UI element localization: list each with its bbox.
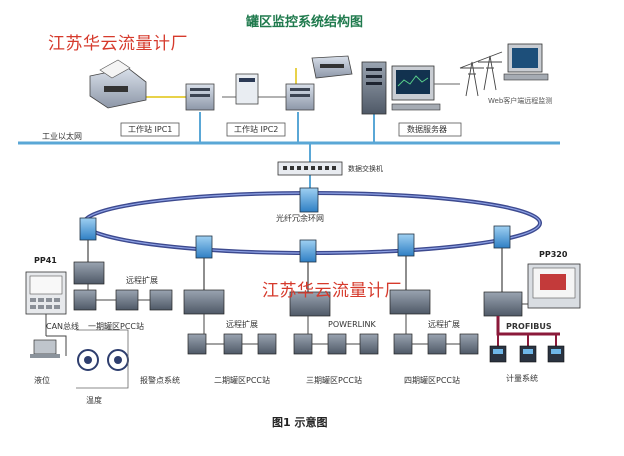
ring-switch-top-icon	[299, 187, 319, 213]
laptop-icon	[30, 339, 60, 358]
ring-switch-1-icon	[79, 217, 97, 241]
pp41-panel-icon	[25, 271, 67, 315]
web-client-label: Web客户端远程监测	[488, 97, 553, 105]
server-icon	[361, 61, 387, 115]
workstation2-label: 工作站 IPC2	[234, 125, 279, 134]
ring-label: 光纤冗余环网	[276, 214, 324, 223]
printer2-icon	[311, 55, 353, 79]
ring-switch-5-icon	[493, 225, 511, 249]
ipc1-icon	[185, 83, 215, 111]
data-server-label: 数据服务器	[407, 125, 447, 134]
remote-ext-right-label: 远程扩展	[428, 320, 460, 329]
printer-icon	[89, 59, 147, 109]
transmission-tower-icon	[459, 51, 503, 97]
area4-plc-label: 四期罐区PCC站	[404, 376, 460, 385]
can-bus-label: CAN总线	[46, 322, 80, 331]
pp320-panel-icon	[527, 263, 581, 309]
web-client-icon	[503, 43, 549, 81]
ipc2-icon	[285, 83, 315, 111]
meter-system-label: 计量系统	[506, 374, 538, 383]
area1-plc-label: 一期罐区PCC站	[88, 322, 144, 331]
ring-switch-3-icon	[299, 239, 317, 263]
sensor1-label: 液位	[34, 376, 50, 385]
plc-area3	[289, 291, 379, 355]
alarm-label: 报警点系统	[140, 376, 180, 385]
watermark-top: 江苏华云流量计厂	[48, 34, 188, 54]
switch-label: 数据交换机	[348, 165, 383, 173]
remote-ext-mid-label: 远程扩展	[226, 320, 258, 329]
ring-switch-2-icon	[195, 235, 213, 259]
switch-icon	[277, 161, 343, 176]
network-label: 工业以太网	[42, 132, 82, 141]
plc-metering	[483, 291, 565, 363]
watermark-mid: 江苏华云流量计厂	[262, 281, 402, 301]
level-sensor-icon	[77, 349, 99, 371]
plc-area2	[183, 289, 277, 355]
workstation1-label: 工作站 IPC1	[128, 125, 173, 134]
temp-sensor-icon	[107, 349, 129, 371]
area3-plc-label: 三期罐区PCC站	[306, 376, 362, 385]
diagram-title: 罐区监控系统结构图	[246, 15, 364, 30]
pp41-label: PP41	[34, 256, 57, 265]
profibus-label: PROFIBUS	[506, 322, 552, 331]
remote-ext-left-label: 远程扩展	[126, 276, 158, 285]
sensor2-label: 温度	[86, 396, 102, 405]
area2-plc-label: 二期罐区PCC站	[214, 376, 270, 385]
monitor-icon	[391, 65, 441, 111]
plc-area4	[389, 289, 479, 355]
figure-caption: 图1 示意图	[272, 416, 328, 429]
ring-switch-4-icon	[397, 233, 415, 257]
ups-icon	[235, 73, 259, 105]
powerlink-label: POWERLINK	[328, 320, 376, 329]
pp320-label: PP320	[539, 250, 568, 259]
plc-area1	[73, 261, 173, 311]
